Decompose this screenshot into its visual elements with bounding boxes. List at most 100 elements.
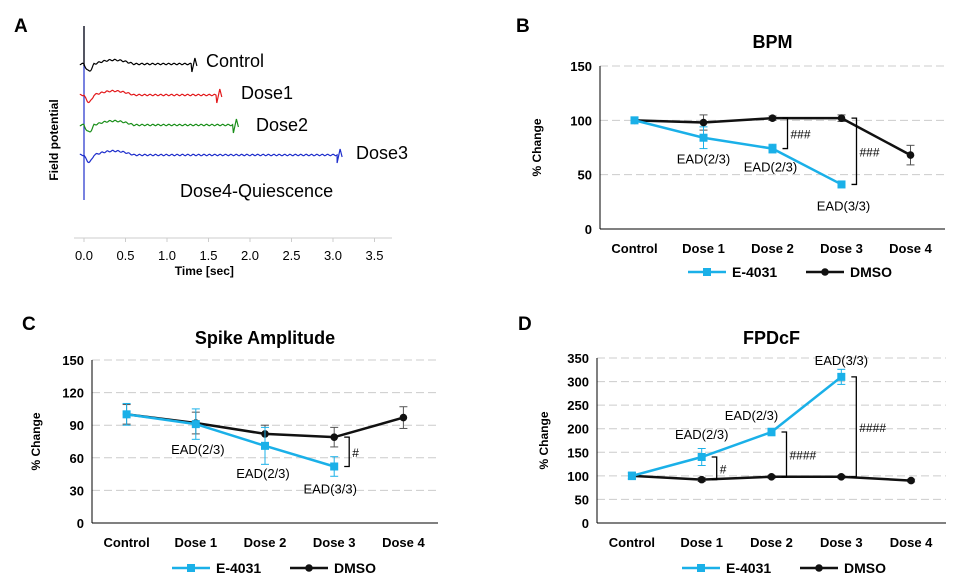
chart-title: FPDcF xyxy=(743,328,800,348)
data-point xyxy=(767,473,776,481)
x-tick-label: Dose 2 xyxy=(244,535,287,550)
ead-label: EAD(2/3) xyxy=(744,160,797,175)
legend-label-dmso: DMSO xyxy=(334,560,376,576)
legend-marker-e4031 xyxy=(187,564,195,572)
ead-label: EAD(2/3) xyxy=(171,442,224,457)
ead-label: EAD(2/3) xyxy=(236,466,289,481)
y-axis-label: % Change xyxy=(29,412,43,470)
x-tick-label: Dose 3 xyxy=(820,535,863,550)
chart-title: BPM xyxy=(753,32,793,52)
legend-marker-dmso xyxy=(305,564,313,572)
a-trace-label: Dose2 xyxy=(256,115,308,135)
x-tick-label: Control xyxy=(609,535,655,550)
a-x-tick-label: 1.5 xyxy=(199,248,217,263)
significance-label: # xyxy=(720,462,727,476)
x-tick-label: Dose 3 xyxy=(820,241,863,256)
x-tick-label: Dose 2 xyxy=(750,535,793,550)
x-tick-label: Dose 4 xyxy=(382,535,425,550)
series-line-e-4031 xyxy=(631,375,843,478)
a-x-tick-label: 3.5 xyxy=(365,248,383,263)
significance-bracket xyxy=(781,431,788,478)
data-point xyxy=(837,372,846,381)
y-tick-label: 0 xyxy=(77,516,84,531)
data-point xyxy=(330,462,339,471)
data-point xyxy=(627,471,636,480)
a-x-tick-label: 1.0 xyxy=(158,248,176,263)
legend-label-e4031: E-4031 xyxy=(216,560,261,576)
panel-b-letter: B xyxy=(516,16,530,37)
y-tick-label: 150 xyxy=(62,353,84,368)
legend-marker-e4031 xyxy=(697,564,705,572)
a-trace-dose1 xyxy=(79,88,223,104)
legend-marker-dmso xyxy=(815,564,823,572)
data-point xyxy=(399,413,408,422)
data-point xyxy=(767,428,776,437)
data-point xyxy=(261,441,269,450)
y-tick-label: 150 xyxy=(570,59,592,74)
panel-c-letter: C xyxy=(22,314,36,335)
significance-bracket xyxy=(851,376,857,478)
ead-label: EAD(2/3) xyxy=(675,427,728,442)
data-point xyxy=(330,433,339,441)
legend-label-e4031: E-4031 xyxy=(732,264,777,280)
legend-marker-dmso xyxy=(821,268,829,276)
y-tick-label: 60 xyxy=(70,451,84,466)
ead-label: EAD(3/3) xyxy=(817,198,870,213)
a-trace-control xyxy=(79,57,198,73)
y-tick-label: 30 xyxy=(70,483,84,498)
ead-label: EAD(3/3) xyxy=(815,353,868,368)
x-tick-label: Dose 2 xyxy=(751,241,794,256)
significance-label: #### xyxy=(790,448,817,462)
legend-label-dmso: DMSO xyxy=(844,560,886,576)
y-tick-label: 50 xyxy=(578,168,592,183)
y-axis-label: % Change xyxy=(530,118,544,176)
a-trace-label: Dose1 xyxy=(241,83,293,103)
y-tick-label: 200 xyxy=(567,422,589,437)
x-tick-label: Dose 4 xyxy=(890,535,933,550)
y-tick-label: 250 xyxy=(567,398,589,413)
significance-bracket xyxy=(711,456,718,481)
y-tick-label: 150 xyxy=(567,445,589,460)
y-tick-label: 50 xyxy=(575,492,589,507)
legend-label-dmso: DMSO xyxy=(850,264,892,280)
data-point xyxy=(768,144,777,153)
a-x-tick-label: 3.0 xyxy=(324,248,342,263)
a-trace-dose3 xyxy=(79,148,343,164)
a-trace-label: Control xyxy=(206,51,264,71)
data-point xyxy=(907,476,915,485)
a-y-axis-label: Field potential xyxy=(47,99,61,180)
legend-label-e4031: E-4031 xyxy=(726,560,771,576)
a-x-tick-label: 2.0 xyxy=(241,248,259,263)
significance-label: ### xyxy=(860,145,880,159)
significance-bracket xyxy=(851,117,858,186)
ead-label: EAD(2/3) xyxy=(725,408,778,423)
data-point xyxy=(837,114,846,122)
y-tick-label: 0 xyxy=(585,222,592,237)
x-tick-label: Dose 3 xyxy=(313,535,356,550)
data-point xyxy=(191,420,200,429)
y-tick-label: 100 xyxy=(567,469,589,484)
ead-label: EAD(3/3) xyxy=(303,481,356,496)
data-point xyxy=(906,151,915,159)
a-x-axis-label: Time [sec] xyxy=(175,264,234,278)
significance-label: # xyxy=(352,446,359,460)
y-tick-label: 350 xyxy=(567,351,589,366)
panel-a-letter: A xyxy=(14,16,28,37)
y-tick-label: 100 xyxy=(570,113,592,128)
legend-marker-e4031 xyxy=(703,268,711,276)
significance-bracket xyxy=(782,117,789,150)
a-x-tick-label: 0.5 xyxy=(116,248,134,263)
a-x-tick-label: 0.0 xyxy=(75,248,93,263)
data-point xyxy=(837,473,846,481)
data-point xyxy=(837,180,846,189)
data-point xyxy=(768,114,777,122)
y-axis-label: % Change xyxy=(537,411,551,469)
a-annotation: Dose4-Quiescence xyxy=(180,181,333,201)
x-tick-label: Dose 1 xyxy=(682,241,725,256)
data-point xyxy=(697,453,706,461)
